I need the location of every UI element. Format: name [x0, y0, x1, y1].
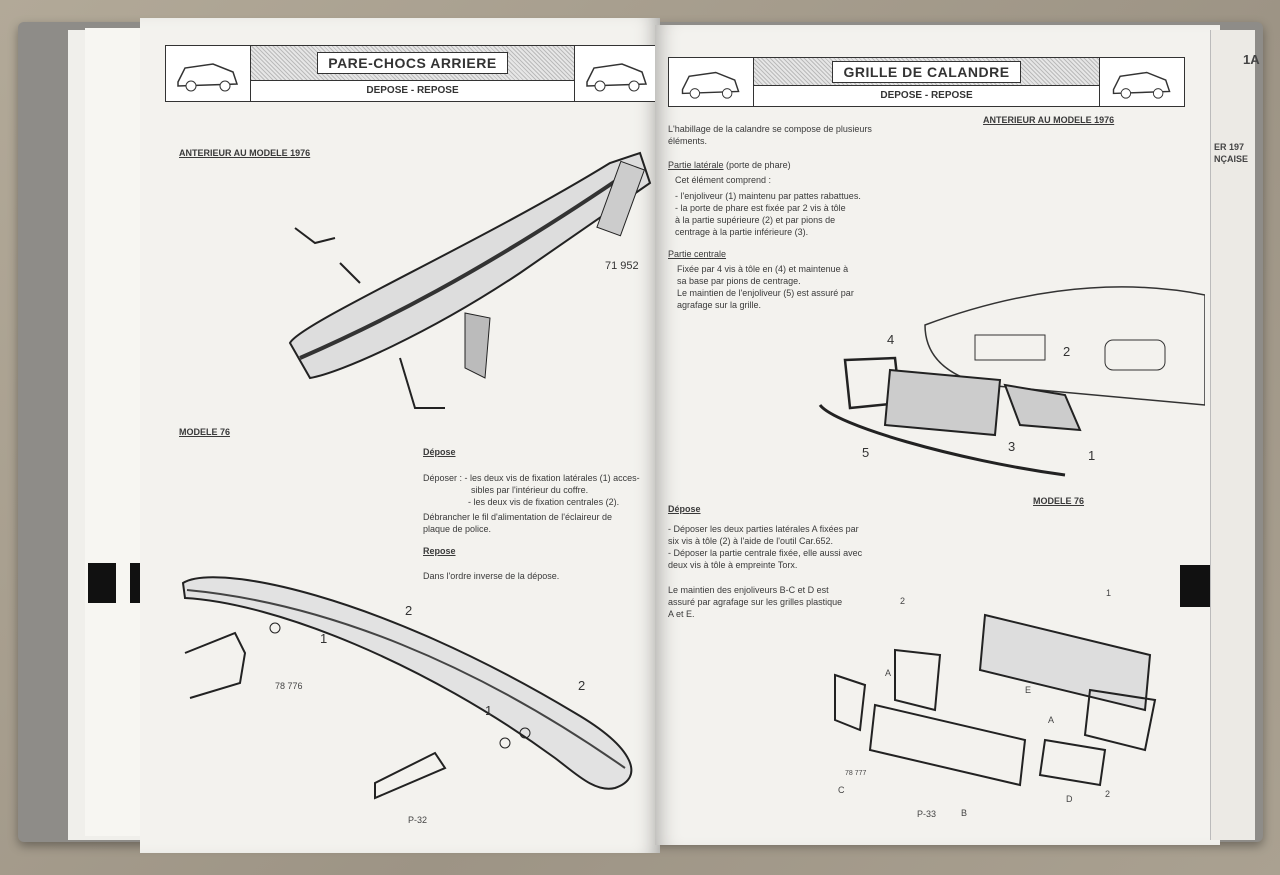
side-tab-pages: 1A ER 197 NÇAISE	[1210, 30, 1260, 840]
callout-label: E	[1025, 685, 1032, 695]
tab-text: 1A	[1243, 52, 1260, 67]
figure-reference: 71 952	[605, 260, 639, 272]
depose-text: Déposer : - les deux vis de fixation lat…	[423, 473, 640, 534]
section-heading: ANTERIEUR AU MODELE 1976	[179, 148, 311, 158]
figure-reference: 78 777	[845, 770, 867, 777]
callout-label: 1	[485, 703, 493, 718]
lateral-text: Cet élément comprend : - l'enjoliveur (1…	[675, 175, 861, 237]
right-page: GRILLE DE CALANDRE DEPOSE - REPOSE ANTER…	[655, 25, 1220, 845]
section-heading: ANTERIEUR AU MODELE 1976	[983, 115, 1115, 125]
depose-heading: Dépose	[668, 504, 701, 514]
repose-heading: Repose	[423, 546, 456, 556]
section-heading: MODELE 76	[1033, 496, 1085, 506]
intro-text: L'habillage de la calandre se compose de…	[668, 124, 872, 146]
callout-label: 2	[900, 596, 906, 606]
callout-label: D	[1066, 794, 1073, 804]
callout-label: 2	[578, 678, 586, 693]
page-subtitle: DEPOSE - REPOSE	[880, 90, 973, 101]
callout-label: A	[1048, 715, 1055, 725]
lateral-heading: Partie latérale (porte de phare)	[668, 160, 791, 170]
car-icon	[166, 46, 251, 101]
central-text: Fixée par 4 vis à tôle en (4) et mainten…	[677, 264, 854, 310]
page-number: P-32	[408, 815, 428, 825]
callout-label: 4	[887, 332, 895, 347]
callout-label: 5	[862, 445, 870, 460]
callout-label: C	[838, 785, 845, 795]
callout-label: 1	[1088, 448, 1096, 463]
tab-text: ER 197	[1214, 142, 1245, 152]
central-heading: Partie centrale	[668, 249, 727, 259]
section-heading: MODELE 76	[179, 427, 231, 437]
index-mark	[1180, 565, 1210, 607]
tab-text: NÇAISE	[1214, 154, 1249, 164]
index-mark	[88, 563, 116, 603]
callout-label: 2	[1063, 344, 1071, 359]
left-page: PARE-CHOCS ARRIERE DEPOSE - REPOSE ANTER…	[140, 18, 660, 853]
depose-text: - Déposer les deux parties latérales A f…	[668, 524, 863, 570]
depose-heading: Dépose	[423, 447, 456, 457]
bumper-diagram-old	[288, 151, 652, 409]
callout-label: 1	[320, 631, 328, 646]
car-icon	[1099, 58, 1184, 106]
grille-diagram-76	[834, 613, 1157, 787]
page-subtitle: DEPOSE - REPOSE	[366, 85, 459, 96]
car-icon	[574, 46, 659, 101]
bumper-diagram-76	[181, 576, 633, 800]
maintien-text: Le maintien des enjoliveurs B-C et D est…	[668, 585, 843, 619]
callout-label: 2	[1105, 789, 1111, 799]
callout-label: B	[961, 808, 968, 818]
callout-label: A	[885, 668, 892, 678]
figure-reference: 78 776	[275, 681, 303, 691]
page-title: PARE-CHOCS ARRIERE	[317, 52, 508, 74]
page-header: GRILLE DE CALANDRE DEPOSE - REPOSE	[668, 57, 1185, 107]
car-icon	[669, 58, 754, 106]
callout-label: 1	[1106, 588, 1112, 598]
callout-label: 2	[405, 603, 413, 618]
callout-label: 3	[1008, 439, 1016, 454]
page-title: GRILLE DE CALANDRE	[832, 60, 1021, 83]
page-number: P-33	[917, 809, 937, 819]
grille-diagram-old	[818, 286, 1205, 477]
repose-text: Dans l'ordre inverse de la dépose.	[423, 571, 560, 581]
page-header: PARE-CHOCS ARRIERE DEPOSE - REPOSE	[165, 45, 660, 102]
